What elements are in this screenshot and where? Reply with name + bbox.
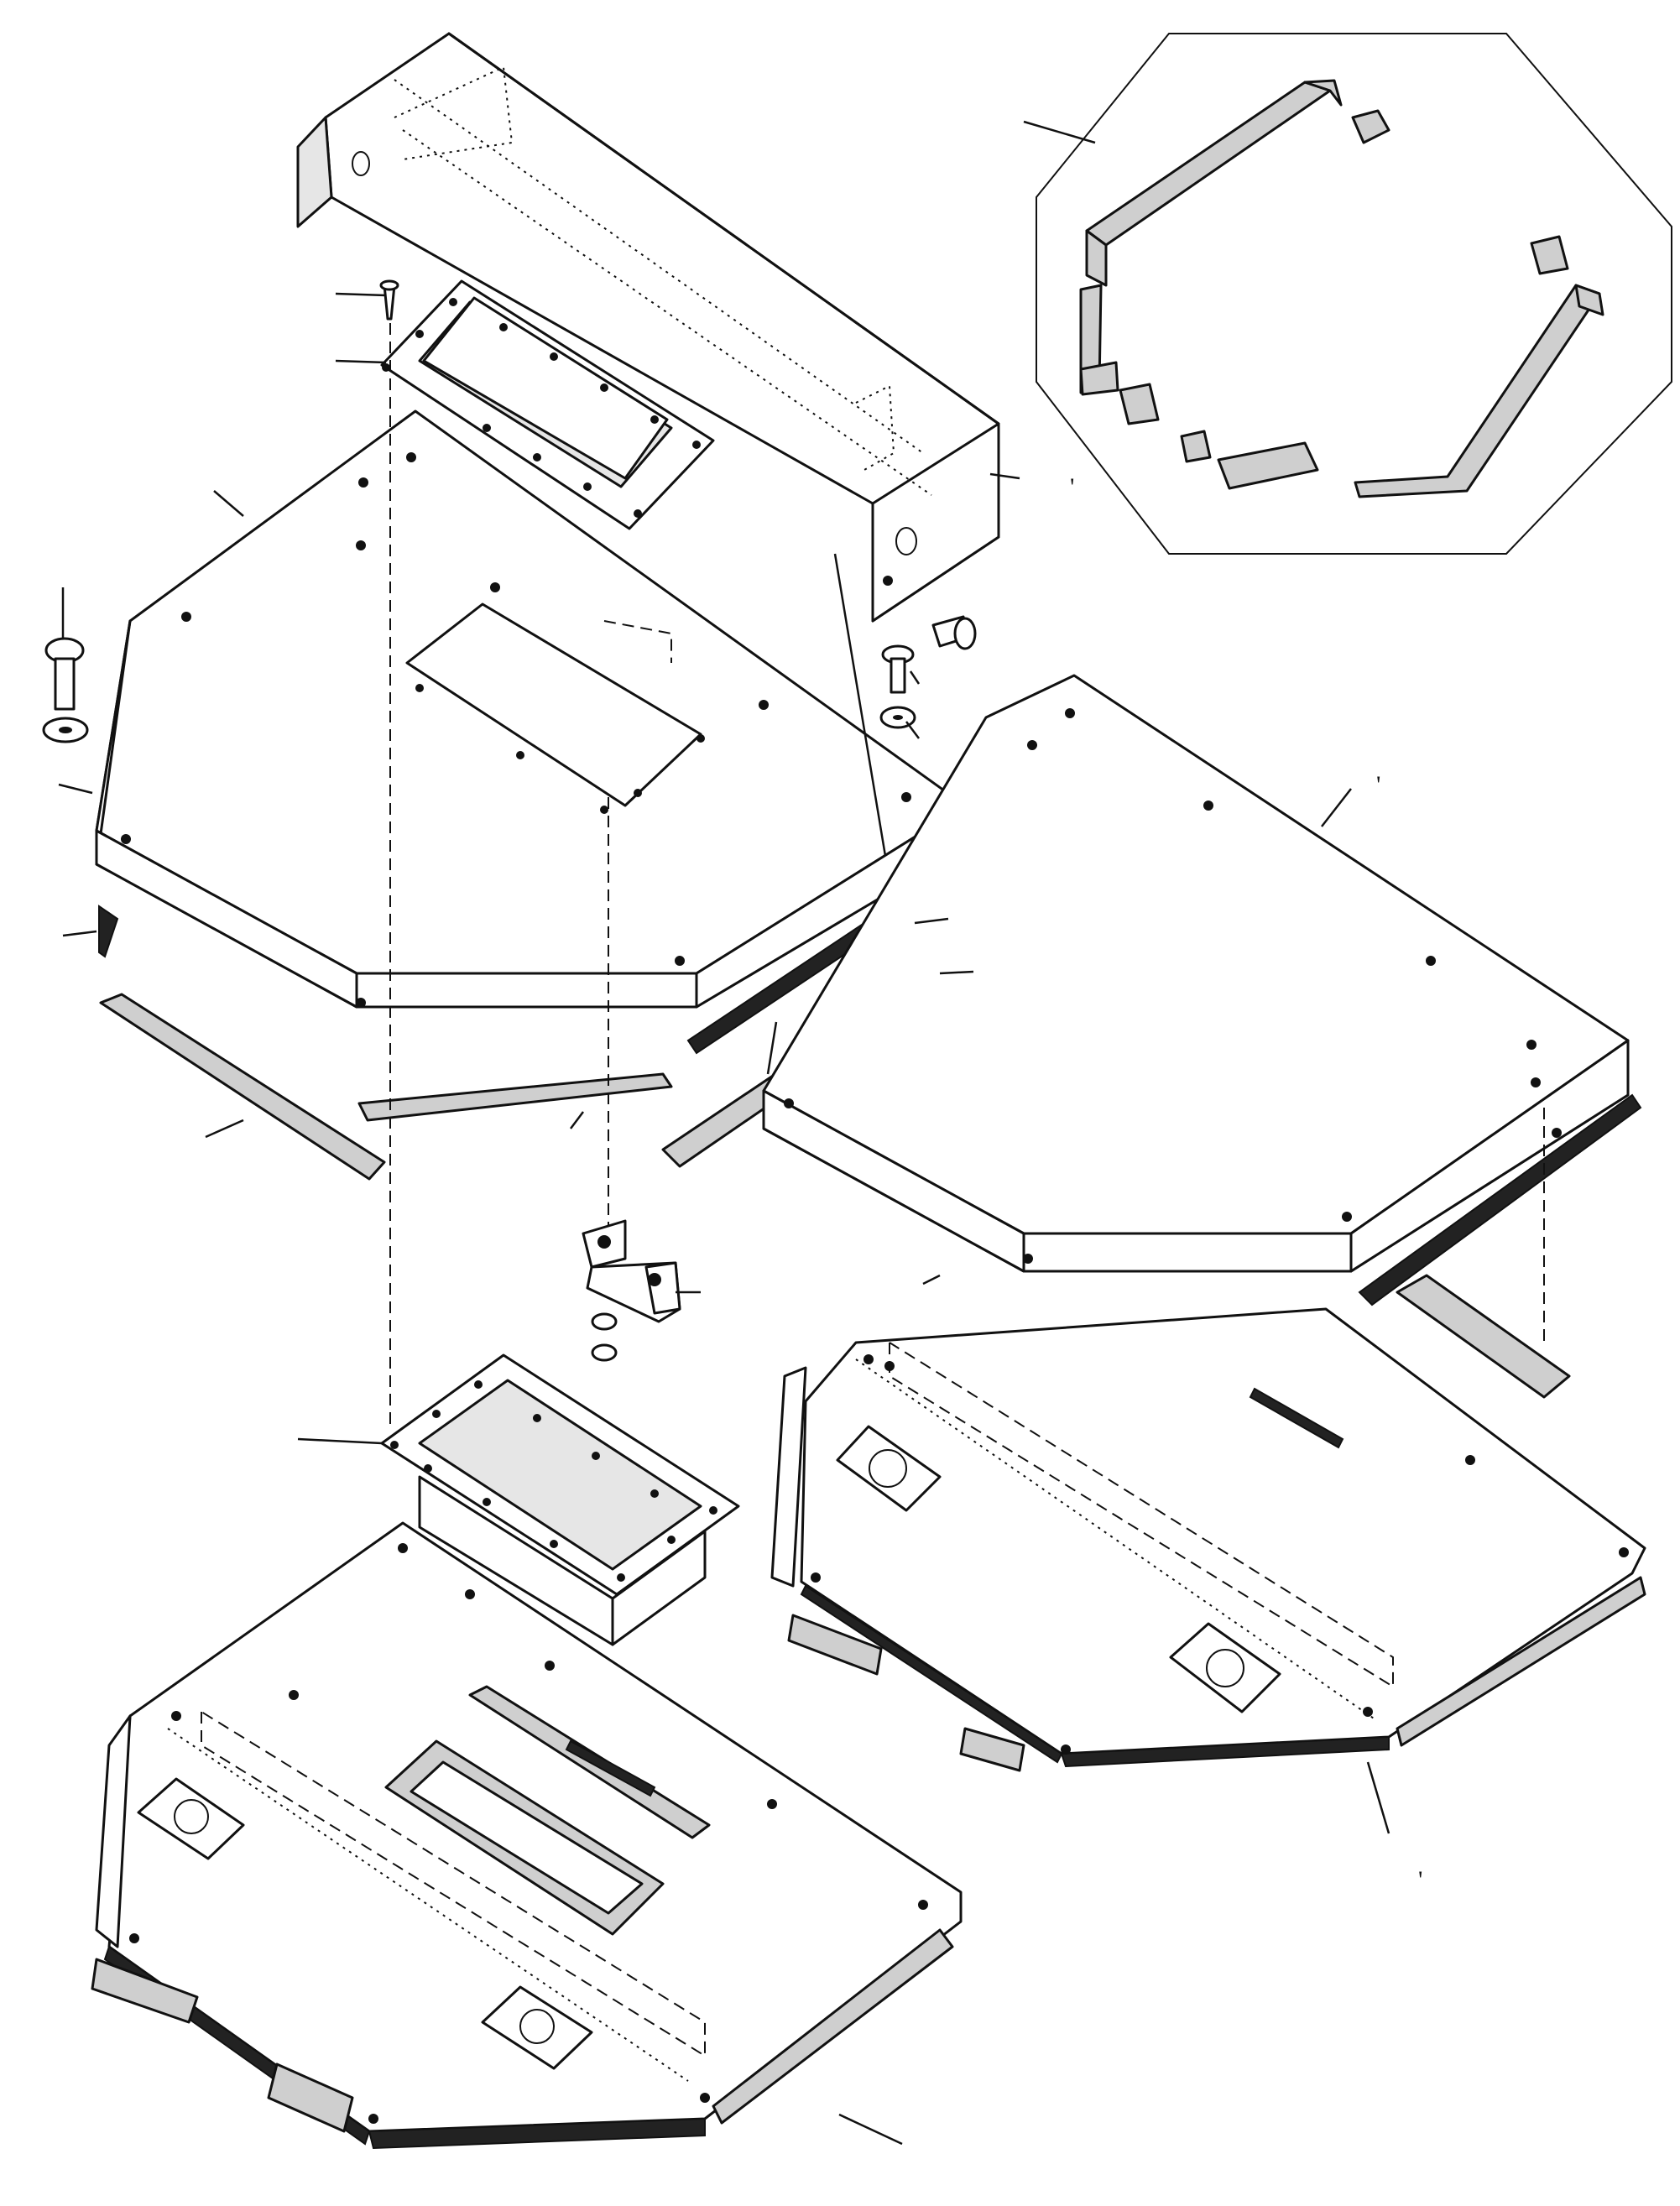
detail-seal-block-top: [1351, 109, 1390, 144]
detail-seal-strip-upper-left: [1085, 79, 1343, 287]
lower-left-opening: [384, 1739, 665, 1936]
detail-seal-strip-bottom: [1217, 441, 1319, 490]
seal-strip-right-panel: [1396, 1274, 1571, 1399]
callout-mark-2: ': [1376, 771, 1380, 799]
callout-mark-1: ': [1070, 473, 1074, 501]
detail-seal-block-lower-left: [1119, 383, 1160, 425]
bolt-left: [42, 637, 89, 743]
lower-left-flange-1: [137, 1777, 245, 1860]
detail-seal-strip-lower-left: [1079, 284, 1119, 396]
alignment-lines: [389, 323, 1545, 1426]
bolt-right-vertical: [879, 644, 916, 729]
detail-seal-block-bottom: [1180, 430, 1212, 463]
bracket-center: [582, 1219, 681, 1362]
upper-panel-left-edge: [98, 905, 119, 958]
top-cover-channel: [296, 32, 1000, 623]
seal-strip-left: [99, 993, 386, 1181]
vent-handle-assembly: [380, 279, 715, 530]
detail-seal-strip-right: [1354, 284, 1604, 498]
lower-left-flange-2: [481, 1985, 593, 2070]
detail-seal-block-right: [1530, 235, 1569, 275]
seal-strip-center: [357, 1072, 673, 1122]
lower-right-flange-1: [836, 1425, 942, 1512]
duct-box: [380, 1353, 740, 1646]
screw-top: [379, 279, 399, 321]
seal-detail-octagon: [1036, 33, 1672, 555]
lower-left-small-strip: [565, 1739, 656, 1797]
right-panel: [762, 674, 1642, 1306]
bolt-right: [931, 615, 977, 650]
callout-mark-3: ': [1418, 1866, 1422, 1894]
upper-panel: [95, 409, 967, 1009]
lower-right-flange-2: [1169, 1622, 1281, 1713]
lower-left-panel: [91, 1521, 963, 2150]
lower-right-panel: [770, 1307, 1646, 1772]
leader-lines: [58, 120, 1390, 2146]
